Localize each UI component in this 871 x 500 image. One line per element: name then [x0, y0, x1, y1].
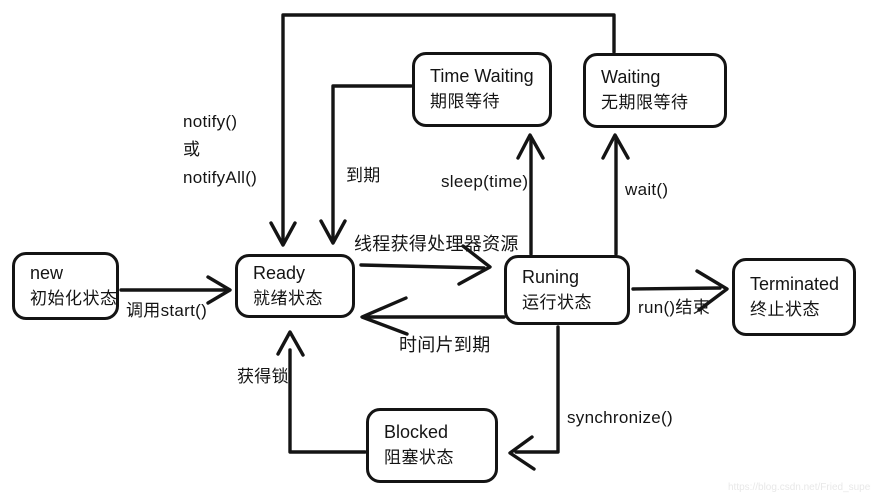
node-ready: Ready 就绪状态	[235, 254, 355, 318]
label-acquire-lock: 获得锁	[237, 367, 289, 386]
node-terminated: Terminated 终止状态	[732, 258, 856, 336]
arrow-new-to-ready	[119, 275, 232, 305]
label-expire: 到期	[346, 166, 381, 185]
arrow-running-to-ready	[360, 296, 506, 336]
label-notify: notify() 或 notifyAll()	[183, 108, 257, 192]
node-running: Runing 运行状态	[504, 255, 630, 325]
label-synchronize: synchronize()	[567, 408, 673, 427]
node-ready-title: Ready	[253, 262, 306, 283]
node-new-title: new	[30, 262, 64, 283]
label-acquire-cpu: 线程获得处理器资源	[354, 234, 519, 254]
node-time-waiting: Time Waiting 期限等待	[412, 52, 552, 127]
node-time-waiting-title: Time Waiting	[430, 66, 534, 87]
label-start: 调用start()	[126, 301, 208, 320]
node-time-waiting-subtitle: 期限等待	[430, 92, 500, 112]
node-ready-subtitle: 就绪状态	[253, 288, 323, 308]
arrow-waiting-to-ready	[269, 13, 616, 247]
node-new: new 初始化状态	[12, 252, 119, 320]
label-sleep: sleep(time)	[441, 172, 529, 191]
arrow-running-to-blocked	[508, 325, 560, 471]
node-waiting: Waiting 无期限等待	[583, 53, 727, 128]
node-waiting-title: Waiting	[601, 67, 661, 88]
arrow-running-to-timewaiting	[516, 133, 545, 256]
watermark-url: https://blog.csdn.net/Fried_super	[728, 482, 871, 493]
label-timeslice: 时间片到期	[399, 335, 491, 355]
arrow-timewaiting-to-ready	[319, 84, 413, 245]
label-run-end: run()结束	[638, 298, 710, 317]
arrow-running-to-waiting	[601, 133, 630, 256]
node-terminated-subtitle: 终止状态	[750, 299, 820, 319]
node-running-title: Runing	[522, 266, 580, 287]
label-notify-line1: notify()	[183, 112, 238, 131]
node-running-subtitle: 运行状态	[522, 292, 592, 312]
node-blocked-subtitle: 阻塞状态	[384, 448, 454, 468]
node-waiting-subtitle: 无期限等待	[601, 93, 689, 113]
node-blocked: Blocked 阻塞状态	[366, 408, 498, 483]
node-blocked-title: Blocked	[384, 422, 449, 443]
node-new-subtitle: 初始化状态	[30, 288, 118, 308]
label-notify-line2: 或	[183, 140, 201, 159]
label-wait: wait()	[625, 180, 669, 199]
node-terminated-title: Terminated	[750, 273, 840, 294]
label-notify-line3: notifyAll()	[183, 168, 258, 187]
arrow-running-to-terminated	[631, 269, 729, 312]
arrow-blocked-to-ready	[276, 330, 367, 454]
arrow-ready-to-running	[359, 244, 492, 286]
